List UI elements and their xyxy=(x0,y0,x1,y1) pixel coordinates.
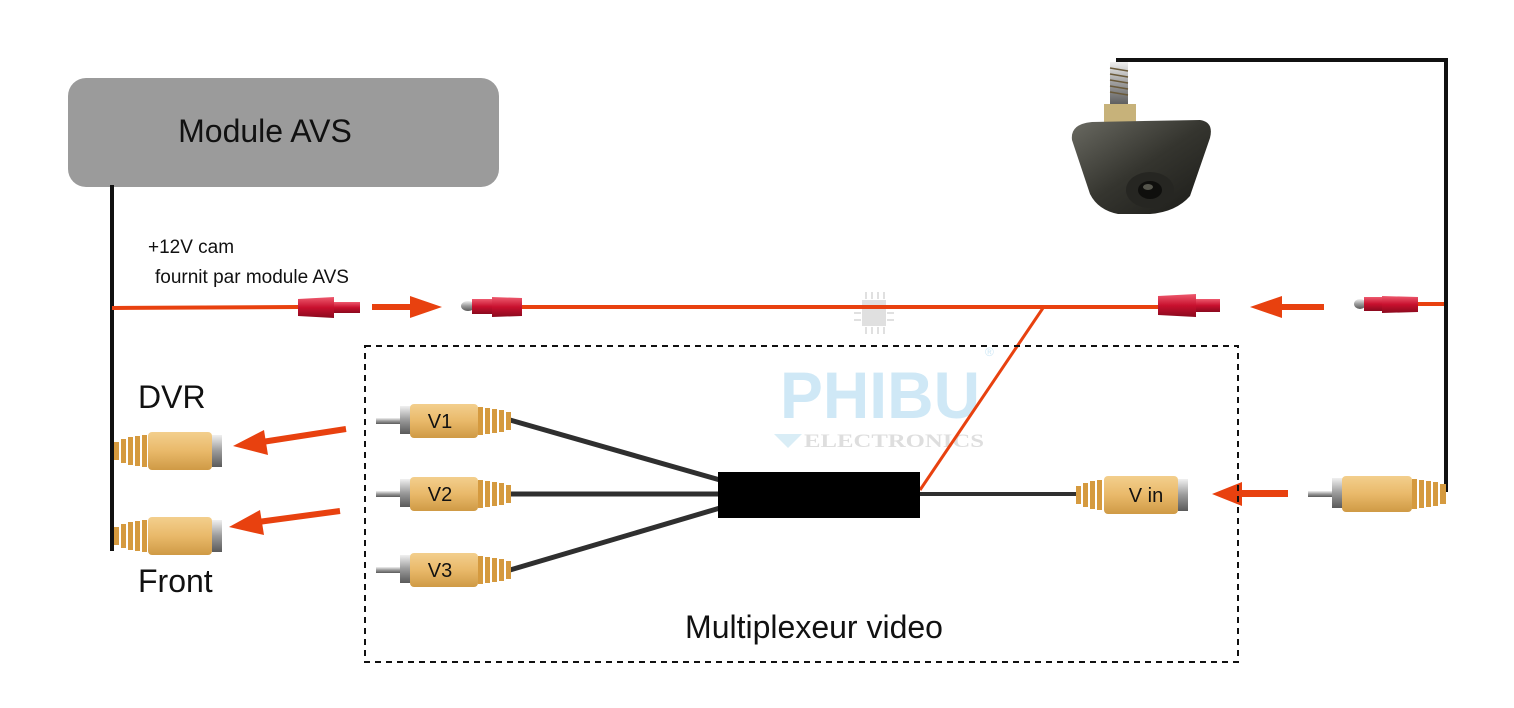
spade-connector-icon xyxy=(298,297,360,318)
rca-jack-dvr xyxy=(114,432,222,470)
rca-jack-vin: V in xyxy=(1076,476,1188,514)
rca-plug-icon xyxy=(1308,476,1446,512)
output-label-dvr: DVR xyxy=(138,379,206,415)
watermark-mark: ® xyxy=(985,345,994,359)
multiplexer-unit xyxy=(718,472,920,518)
rear-camera-icon xyxy=(1071,62,1211,214)
input-label-v2: V2 xyxy=(428,484,452,506)
arrow-icon xyxy=(233,426,347,455)
watermark-triangle-icon xyxy=(774,434,802,448)
arrow-icon xyxy=(372,296,442,318)
camera-cable xyxy=(1116,58,1448,492)
power-wire xyxy=(111,302,1446,491)
rca-jack-front xyxy=(114,517,222,555)
multiplexer-title: Multiplexeur video xyxy=(685,609,943,645)
module-title: Module AVS xyxy=(178,113,352,149)
output-label-front: Front xyxy=(138,563,213,599)
arrow-icon xyxy=(1250,296,1324,318)
spade-connector-icon xyxy=(1158,294,1220,317)
power-label-line2: fournit par module AVS xyxy=(155,267,349,288)
spade-connector-icon xyxy=(1354,296,1418,313)
vin-label: V in xyxy=(1129,485,1163,507)
module-avs: Module AVS xyxy=(68,78,499,187)
watermark-sub: ELECTRONICS xyxy=(804,431,984,452)
rca-plug-v1: V1 xyxy=(376,404,511,438)
arrow-icon xyxy=(229,508,341,535)
watermark-brand: PHIBU xyxy=(780,358,980,432)
chip-icon xyxy=(854,292,894,334)
spade-connector-icon xyxy=(461,297,522,317)
rca-plug-v3: V3 xyxy=(376,553,511,587)
input-label-v1: V1 xyxy=(428,411,452,433)
power-label-line1: +12V cam xyxy=(148,237,234,258)
watermark: PHIBU ® ELECTRONICS xyxy=(774,292,994,452)
multiplexer-cables xyxy=(509,417,1080,573)
input-label-v3: V3 xyxy=(428,560,452,582)
rca-plug-v2: V2 xyxy=(376,477,511,511)
arrow-icon xyxy=(1212,482,1288,506)
